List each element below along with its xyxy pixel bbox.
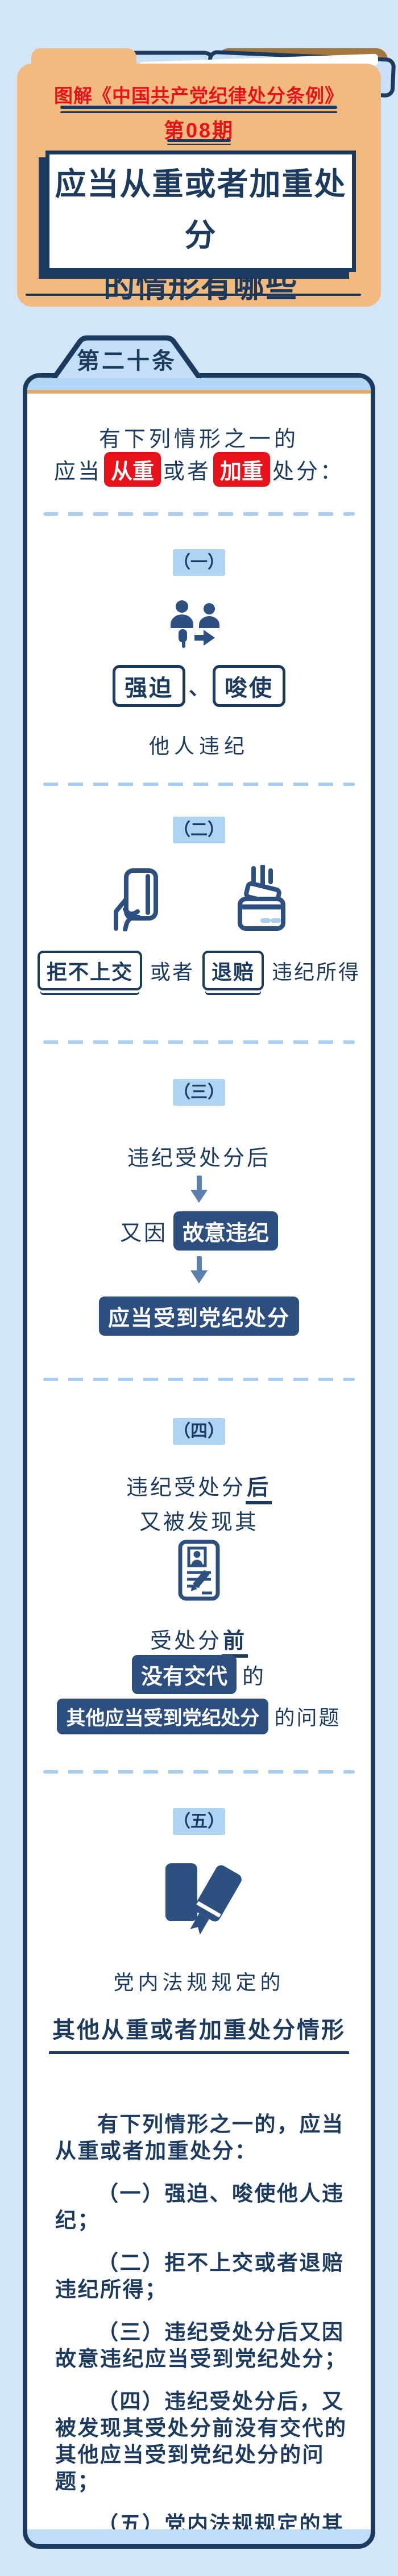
section-divider bbox=[43, 1770, 355, 1774]
section-three-step3: 应当受到党纪处分 bbox=[27, 1296, 371, 1336]
card-top-accent-line bbox=[27, 390, 371, 394]
intro-pre: 应当 bbox=[53, 459, 102, 484]
section-four-line3: 受处分前 bbox=[27, 1623, 371, 1658]
main-title-card: 应当从重或者加重处分 的情形有哪些 bbox=[45, 150, 356, 304]
section-divider bbox=[43, 1040, 355, 1044]
section-five-label: （五） bbox=[173, 1808, 225, 1835]
hand-holding-card-icon bbox=[109, 866, 160, 931]
step2-pre: 又因 bbox=[119, 1221, 168, 1245]
issue-underline bbox=[167, 139, 231, 145]
highlight-meiyoujiaodai: 没有交代 bbox=[131, 1654, 237, 1694]
party-regulations-books-icon bbox=[27, 1857, 371, 1945]
highlight-dangjichufen: 应当受到党纪处分 bbox=[98, 1296, 299, 1336]
section-one-caption: 他人违纪 bbox=[148, 734, 249, 758]
intro-line2: 应当 从重 或者 加重 处分： bbox=[27, 451, 371, 487]
folder-illustration: 图解《中国共产党纪律处分条例》 第08期 应当从重或者加重处分 的情形有哪些 bbox=[17, 48, 396, 307]
folder-divider-line bbox=[26, 294, 361, 296]
down-arrow-icon bbox=[27, 1176, 371, 1204]
tag-qiangpo: 强迫 bbox=[112, 665, 185, 707]
section-four-line1: 违纪受处分后 bbox=[27, 1470, 371, 1504]
down-arrow-icon bbox=[27, 1256, 371, 1285]
section-divider bbox=[43, 783, 355, 786]
section-two-tail: 违纪所得 bbox=[272, 960, 361, 984]
section-divider bbox=[43, 512, 355, 516]
series-title: 图解《中国共产党纪律处分条例》 bbox=[54, 85, 344, 106]
article-tab: 第二十条 bbox=[77, 349, 177, 374]
line3-em: 前 bbox=[222, 1629, 248, 1658]
line1-em: 后 bbox=[246, 1476, 272, 1504]
intro-post: 处分： bbox=[272, 459, 345, 484]
regulation-full-text: 有下列情形之一的，应当从重或者加重处分： （一）强迫、唆使他人违纪； （二）拒不… bbox=[55, 2111, 356, 2544]
line5-tail: 的问题 bbox=[274, 1706, 341, 1729]
section-four-line5: 其他应当受到党纪处分 的问题 bbox=[27, 1698, 371, 1734]
article-content-card: 有下列情形之一的 应当 从重 或者 加重 处分： （一） 强迫 、 唆使 他人违… bbox=[23, 373, 375, 2549]
section-four-label: （四） bbox=[173, 1418, 225, 1445]
main-title-line1: 应当从重或者加重处分 bbox=[55, 166, 347, 253]
id-card-record-icon bbox=[27, 1538, 371, 1602]
section-divider bbox=[43, 1378, 355, 1381]
section-four-line2: 又被发现其 bbox=[139, 1511, 259, 1534]
section-one-label: （一） bbox=[173, 549, 225, 576]
highlight-jiazhong: 加重 bbox=[213, 451, 271, 487]
tag-tuipei: 退赔 bbox=[202, 951, 264, 990]
card-top-strip bbox=[27, 378, 371, 390]
summary-paragraph: （一）强迫、唆使他人违纪； bbox=[55, 2182, 345, 2232]
coerce-instigate-people-icon bbox=[27, 599, 371, 650]
highlight-congzhong: 从重 bbox=[103, 451, 161, 487]
tag-separator: 、 bbox=[188, 676, 209, 699]
section-five-line2: 其他从重或者加重处分情形 bbox=[27, 2012, 371, 2054]
intro-line1: 有下列情形之一的 bbox=[98, 428, 299, 451]
line4-tail: 的 bbox=[242, 1665, 267, 1689]
highlight-guyiweiji: 故意违纪 bbox=[173, 1211, 279, 1251]
section-two-line: 拒不上交 或者 退赔 违纪所得 bbox=[27, 951, 371, 990]
main-title-line2: 的情形有哪些 bbox=[103, 269, 298, 304]
section-three-label: （三） bbox=[173, 1079, 225, 1106]
card-bottom-strip bbox=[27, 2529, 371, 2544]
wallet-return-icon bbox=[234, 865, 289, 932]
line3-pre: 受处分 bbox=[150, 1629, 222, 1653]
tag-suoshi: 唆使 bbox=[213, 665, 285, 707]
section-three-step2: 又因 故意违纪 bbox=[27, 1211, 371, 1251]
section-three-step1: 违纪受处分后 bbox=[127, 1147, 271, 1170]
intro-mid: 或者 bbox=[163, 459, 211, 484]
section-two-icons bbox=[27, 865, 371, 932]
section-five-emphasis: 其他从重或者加重处分情形 bbox=[49, 2012, 349, 2054]
section-five-line1: 党内法规规定的 bbox=[113, 1971, 285, 1994]
highlight-qita-dangji: 其他应当受到党纪处分 bbox=[57, 1698, 269, 1734]
summary-paragraph: （四）违纪受处分后，又被发现其受处分前没有交代的其他应当受到党纪处分的问题； bbox=[55, 2390, 347, 2493]
section-two-mid: 或者 bbox=[150, 960, 194, 984]
tag-jubushangjiao: 拒不上交 bbox=[37, 951, 142, 990]
section-one-tags: 强迫 、 唆使 bbox=[27, 665, 371, 707]
section-two-label: （二） bbox=[173, 817, 225, 843]
issue-number: 第08期 bbox=[163, 119, 235, 142]
summary-paragraph: （三）违纪受处分后又因故意违纪应当受到党纪处分； bbox=[55, 2320, 347, 2370]
article-tab-shape bbox=[50, 335, 204, 378]
summary-paragraph: （二）拒不上交或者退赔违纪所得； bbox=[55, 2251, 345, 2301]
summary-paragraph: 有下列情形之一的，应当从重或者加重处分： bbox=[55, 2113, 345, 2163]
line1-pre: 违纪受处分 bbox=[126, 1476, 246, 1500]
section-four-line4: 没有交代 的 bbox=[27, 1654, 371, 1694]
folder-front-tab bbox=[31, 48, 136, 74]
series-title-underline bbox=[60, 106, 337, 113]
